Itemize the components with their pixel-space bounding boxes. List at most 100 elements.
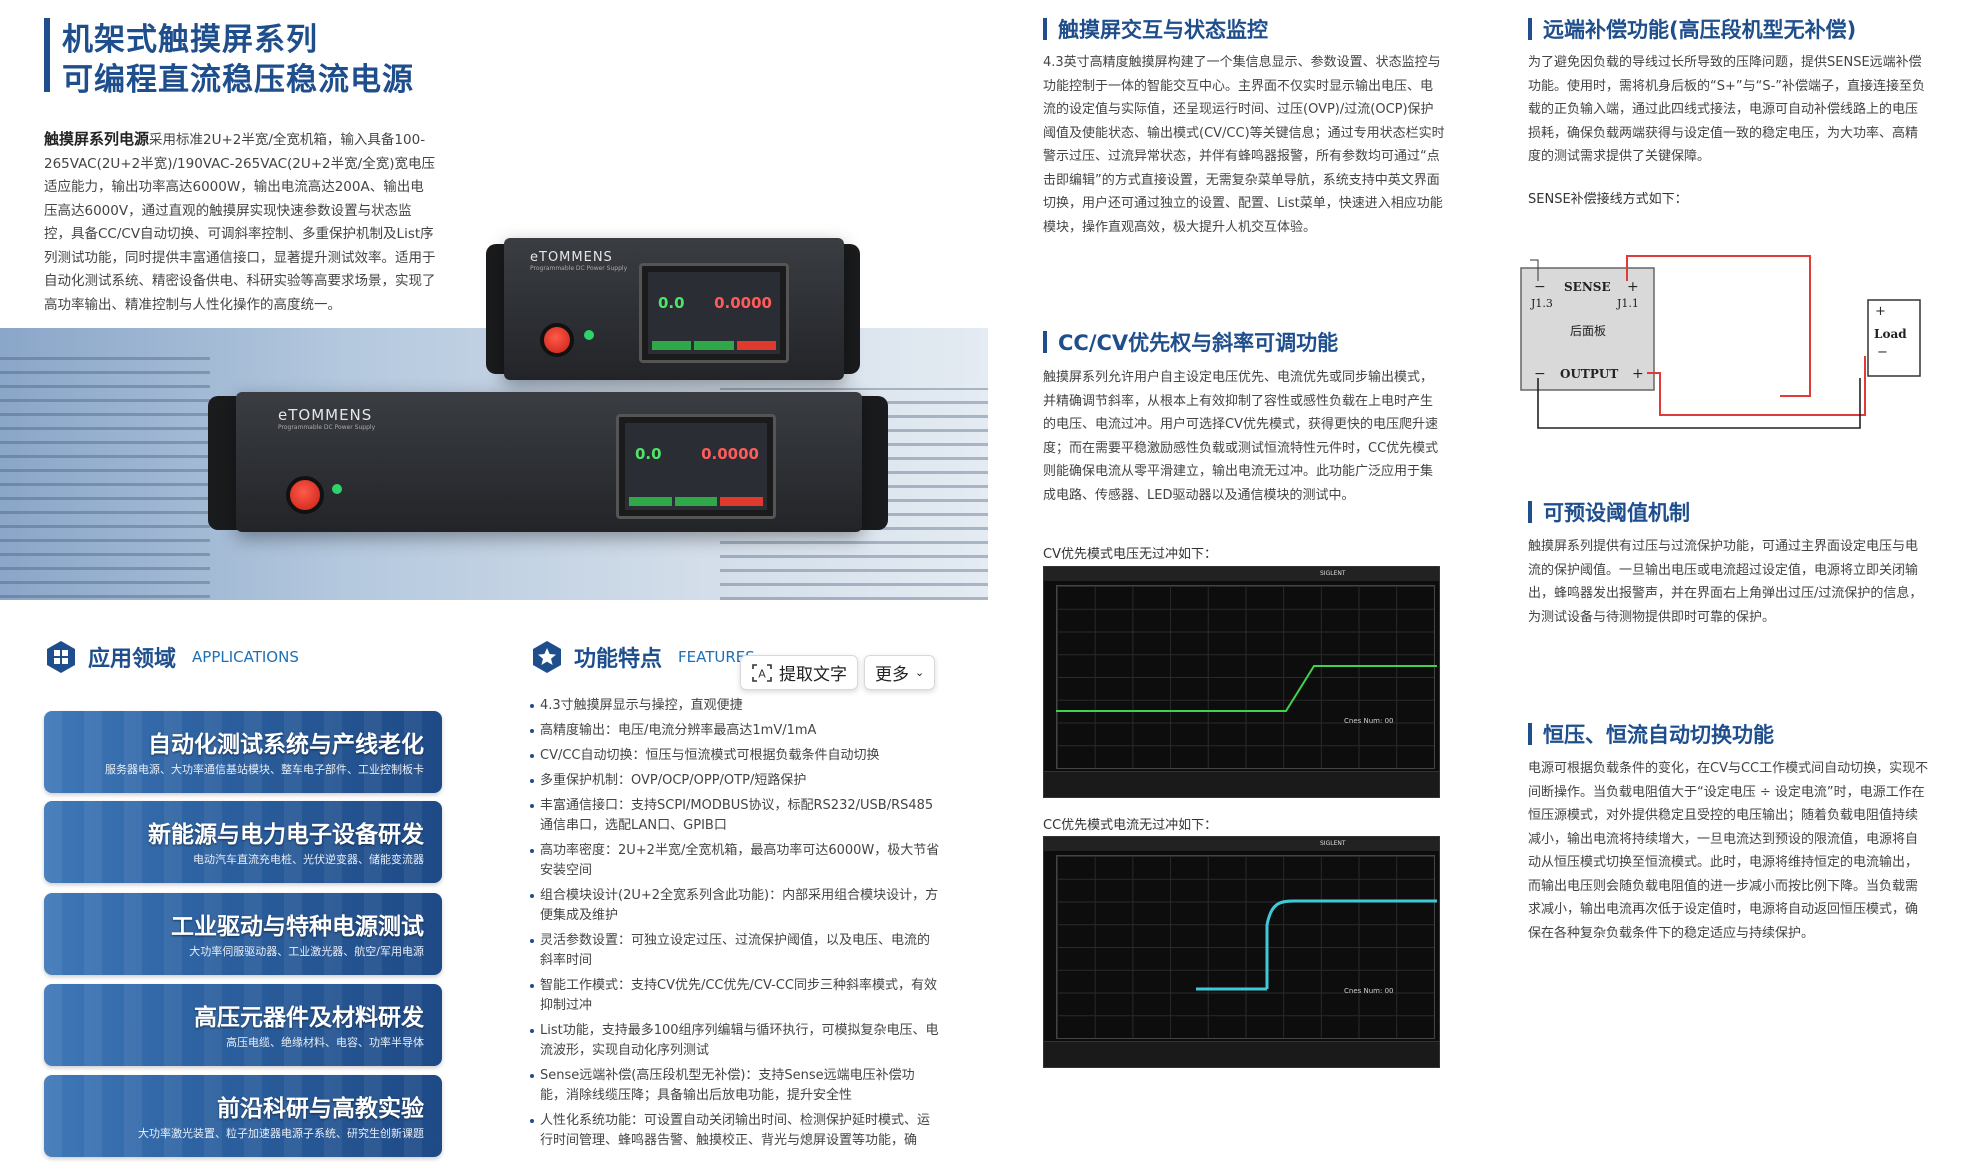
output-wire [1647,356,1866,416]
applications-heading: 应用领域 APPLICATIONS [44,640,299,674]
scope1-toolbar: SIGLENT [1044,567,1439,581]
text-scan-icon: A [752,663,772,682]
threshold-title: 可预设阈值机制 [1543,501,1690,525]
application-sub: 电动汽车直流充电桩、光伏逆变器、储能变流器 [193,853,424,866]
scope2-caption: CC优先模式电流无过冲如下： [1043,818,1218,833]
application-sub: 高压电缆、绝缘材料、电容、功率半导体 [226,1036,424,1049]
device2-voltage: 0.0 [635,445,662,463]
feature-item: 高功率密度：2U+2半宽/全宽机箱，最高功率可达6000W，极大节省安装空间 [530,841,940,881]
feature-item: 丰富通信接口：支持SCPI/MODBUS协议，标配RS232/USB/RS485… [530,796,940,836]
features-heading: 功能特点 FEATURES [530,640,755,674]
device2-power-button [286,476,324,514]
star-badge-icon [533,641,561,673]
application-sub: 大功率伺服驱动器、工业激光器、航空/军用电源 [189,945,424,958]
svg-text:后面板: 后面板 [1570,324,1606,338]
feature-item: Sense远端补偿(高压段机型无补偿)：支持Sense远端电压补偿功能，消除线缆… [530,1066,940,1106]
sense-wiring-diagram: − SENSE + J1.3 J1.1 后面板 − OUTPUT + + Loa… [1520,255,1921,429]
application-card-3: 工业驱动与特种电源测试大功率伺服驱动器、工业激光器、航空/军用电源 [44,893,442,975]
chevron-down-icon: ⌄ [915,666,925,679]
grid-icon [47,641,75,673]
device1-screen: 0.0 0.0000 [639,263,789,363]
feature-item: CV/CC自动切换：恒压与恒流模式可根据负载条件自动切换 [530,746,940,766]
application-title: 高压元器件及材料研发 [194,1005,424,1031]
application-card-5: 前沿科研与高教实验大功率激光装置、粒子加速器电源子系统、研究生创新课题 [44,1075,442,1157]
rear-panel-box [1520,267,1655,391]
more-dropdown[interactable]: 更多 ⌄ [864,655,936,690]
scope1-count: Cnes Num: 00 [1344,717,1394,725]
features-title: 功能特点 [574,647,663,672]
application-title: 自动化测试系统与产线老化 [148,732,424,758]
features-title-en: FEATURES [678,648,755,666]
svg-text:−: − [1534,366,1546,382]
application-title: 前沿科研与高教实验 [217,1096,424,1122]
applications-title: 应用领域 [88,647,177,672]
feature-item: 组合模块设计(2U+2全宽系列含此功能)：内部采用组合模块设计，方便集成及维护 [530,886,940,926]
scope2-trace [1196,899,1437,991]
bg-lab-rack [0,348,210,598]
device1-voltage: 0.0 [658,294,685,312]
feature-item: List功能，支持最多100组序列编辑与循环执行，可模拟复杂电压、电流波形，实现… [530,1021,940,1061]
scope1-caption: CV优先模式电压无过冲如下： [1043,547,1217,562]
device1-status-led [584,330,594,340]
oscilloscope-cc-current: SIGLENT Cnes Num: 00 [1043,836,1440,1068]
intro-bold: 触摸屏系列电源 [44,130,150,148]
features-list: 4.3寸触摸屏显示与操控，直观便捷 高精度输出：电压/电流分辨率最高达1mV/1… [530,696,940,1156]
application-sub: 大功率激光装置、粒子加速器电源子系统、研究生创新课题 [138,1127,424,1140]
feature-item: 人性化系统功能：可设置自动关闭输出时间、检测保护延时模式、运行时间管理、蜂鸣器告… [530,1111,940,1151]
svg-text:A: A [758,667,766,680]
svg-text:J1.1: J1.1 [1616,297,1639,310]
application-card-2: 新能源与电力电子设备研发电动汽车直流充电桩、光伏逆变器、储能变流器 [44,801,442,883]
svg-text:SENSE: SENSE [1564,280,1611,294]
auto-title: 恒压、恒流自动切换功能 [1543,723,1774,747]
intro-paragraph: 触摸屏系列电源采用标准2U+2半宽/全宽机箱，输入具备100-265VAC(2U… [44,128,436,317]
scope1-status-bar [1044,771,1439,797]
touch-title: 触摸屏交互与状态监控 [1058,18,1268,42]
device1-power-button [540,323,574,357]
application-card-1: 自动化测试系统与产线老化服务器电源、大功率通信基站模块、整车电子部件、工业控制板… [44,711,442,793]
sense-paragraph: 为了避免因负载的导线过长所导致的压降问题，提供SENSE远端补偿功能。使用时，需… [1528,55,1926,164]
auto-paragraph: 电源可根据负载条件的变化，在CV与CC工作模式间自动切换，实现不间断操作。当负载… [1528,761,1929,941]
svg-text:−: − [1877,345,1888,360]
extract-text-button[interactable]: A 提取文字 [740,655,858,690]
svg-text:+: + [1875,304,1886,319]
scope2-grid [1056,855,1435,1039]
feature-item: 高精度输出：电压/电流分辨率最高达1mV/1mA [530,721,940,741]
extract-text-label: 提取文字 [779,665,847,685]
auto-accent-bar [1528,723,1532,745]
oscilloscope-cv-voltage: SIGLENT Cnes Num: 00 [1043,566,1440,798]
device2-status-led [332,484,342,494]
title-accent-bar [44,18,50,92]
application-sub: 服务器电源、大功率通信基站模块、整车电子部件、工业控制板卡 [105,763,424,776]
floating-toolbar: A 提取文字 更多 ⌄ [740,655,936,690]
intro-text: 采用标准2U+2半宽/全宽机箱，输入具备100-265VAC(2U+2半宽)/1… [44,132,436,313]
threshold-paragraph: 触摸屏系列提供有过压与过流保护功能，可通过主界面设定电压与电流的保护阈值。一旦输… [1528,539,1923,625]
applications-title-en: APPLICATIONS [192,648,299,666]
touch-paragraph: 4.3英寸高精度触摸屏构建了一个集信息显示、参数设置、状态监控与功能控制于一体的… [1043,55,1445,235]
svg-text:Load: Load [1874,327,1907,341]
feature-item: 灵活参数设置：可独立设定过压、过流保护阈值，以及电压、电流的斜率时间 [530,931,940,971]
application-card-4: 高压元器件及材料研发高压电缆、绝缘材料、电容、功率半导体 [44,984,442,1066]
svg-text:+: + [1632,366,1644,382]
page-title-line2: 可编程直流稳压稳流电源 [62,62,414,98]
more-label: 更多 [875,665,909,685]
scope1-trace [1056,665,1437,712]
application-title: 工业驱动与特种电源测试 [171,914,424,940]
svg-text:+: + [1627,279,1639,295]
sense-accent-bar [1528,18,1532,40]
sense-wire [1626,255,1811,397]
touch-accent-bar [1043,18,1047,40]
ccv-title: CC/CV优先权与斜率可调功能 [1058,331,1339,355]
device1-current: 0.0000 [714,294,772,312]
scope1-grid [1056,585,1435,769]
scope2-status-bar [1044,1041,1439,1067]
ccv-accent-bar [1043,331,1047,353]
sense-caption: SENSE补偿接线方式如下： [1528,192,1688,207]
ccv-paragraph: 触摸屏系列允许用户自主设定电压优先、电流优先或同步输出模式，并精确调节斜率，从根… [1043,370,1439,503]
application-title: 新能源与电力电子设备研发 [148,822,424,848]
threshold-accent-bar [1528,501,1532,523]
page-title-line1: 机架式触摸屏系列 [62,22,318,58]
feature-item: 多重保护机制：OVP/OCP/OPP/OTP/短路保护 [530,771,940,791]
